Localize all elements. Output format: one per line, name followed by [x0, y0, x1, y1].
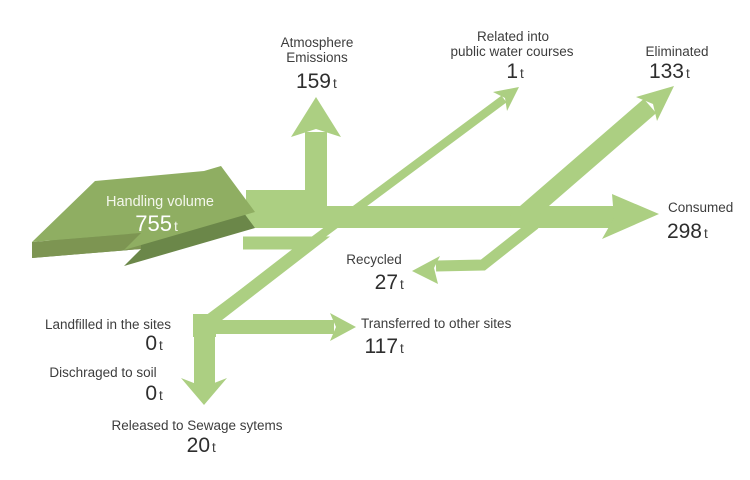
soil-value: 0	[145, 382, 157, 405]
atmosphere-label-line2: Emissions	[286, 50, 348, 65]
consumed-label: Consumed 298 t	[667, 200, 733, 243]
sewage-unit: t	[212, 440, 216, 455]
landfilled-label: Landfilled in the sites 0 t	[45, 317, 171, 355]
recycled-shaft	[435, 219, 539, 272]
transferred-label: Transferred to other sites 117 t	[361, 316, 512, 358]
atmosphere-label: Atmosphere Emissions 159 t	[281, 35, 354, 93]
recycled-label: Recycled 27 t	[346, 252, 404, 294]
recycled-unit: t	[400, 277, 404, 292]
eliminated-value: 133	[649, 60, 684, 83]
eliminated-unit: t	[686, 66, 690, 81]
atmosphere-unit: t	[333, 76, 337, 91]
consumed-label-line1: Consumed	[668, 200, 733, 215]
atmosphere-arrowhead-icon	[291, 97, 341, 137]
source-arrow-top-face	[32, 166, 255, 250]
water-courses-label: Related into public water courses 1 t	[450, 29, 573, 83]
water-courses-label-line1: Related into	[477, 29, 549, 44]
recycled-label-line1: Recycled	[346, 252, 402, 267]
sewage-label-line1: Released to Sewage sytems	[111, 418, 282, 433]
source-unit: t	[174, 218, 178, 234]
transferred-label-line1: Transferred to other sites	[361, 316, 512, 331]
transferred-arrowhead-icon	[330, 313, 356, 341]
soil-label-line1: Dischraged to soil	[49, 365, 156, 380]
transferred-flow-arrow	[198, 313, 356, 341]
main-stream	[240, 206, 616, 228]
eliminated-shaft	[509, 98, 657, 230]
sewage-shaft	[194, 316, 215, 388]
consumed-unit: t	[704, 226, 708, 241]
water-courses-value: 1	[506, 60, 518, 83]
sewage-flow-arrow	[181, 316, 227, 405]
flow-labels: Atmosphere Emissions 159 t Related into …	[45, 29, 733, 457]
sewage-label: Released to Sewage sytems 20 t	[111, 418, 282, 457]
eliminated-arrowhead-icon	[636, 86, 674, 121]
eliminated-flow-arrow	[509, 86, 674, 230]
recycled-arrowhead-icon	[412, 256, 440, 284]
eliminated-label: Eliminated 133 t	[645, 44, 708, 83]
atmosphere-shaft	[305, 132, 327, 208]
sewage-arrowhead-icon	[181, 378, 227, 405]
source-value: 755	[135, 211, 172, 236]
water-courses-label-line2: public water courses	[450, 44, 573, 59]
eliminated-label-line1: Eliminated	[645, 44, 708, 59]
soil-label: Dischraged to soil 0 t	[49, 365, 163, 405]
landfilled-unit: t	[159, 338, 163, 353]
source-arrow-front-face	[32, 233, 141, 258]
transferred-value: 117	[365, 335, 398, 358]
landfilled-value: 0	[145, 332, 157, 355]
atmosphere-flow-arrow	[246, 97, 341, 208]
atmosphere-value: 159	[296, 70, 331, 93]
transferred-shaft	[198, 320, 334, 334]
water-courses-flow-arrow	[201, 87, 519, 326]
source-arrow: Handling volume 755 t	[32, 166, 255, 266]
water-courses-unit: t	[520, 66, 524, 81]
transferred-unit: t	[400, 341, 404, 356]
recycled-flow-arrow	[412, 219, 539, 284]
water-courses-shaft	[201, 95, 507, 326]
atmosphere-label-line1: Atmosphere	[281, 35, 354, 50]
consumed-value: 298	[667, 220, 702, 243]
landfilled-label-line1: Landfilled in the sites	[45, 317, 171, 332]
source-label: Handling volume	[106, 194, 214, 210]
water-courses-arrowhead-icon	[493, 87, 519, 111]
soil-unit: t	[159, 388, 163, 403]
flow-arrows	[181, 86, 674, 405]
recycled-value: 27	[375, 271, 398, 294]
sewage-value: 20	[187, 434, 210, 457]
consumed-arrowhead-icon	[602, 194, 659, 239]
